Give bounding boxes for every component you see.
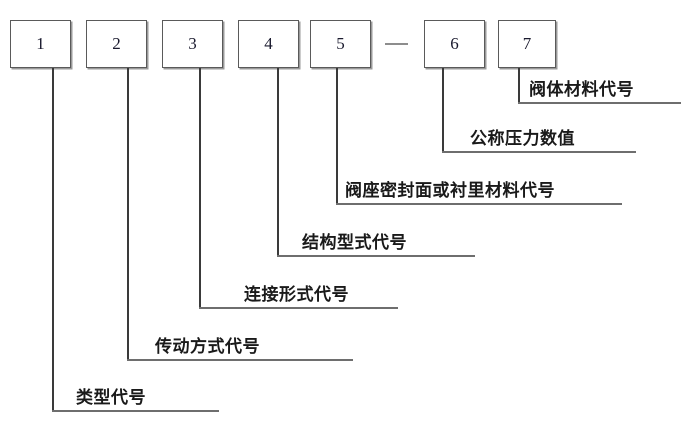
leader-line-horizontal-4 bbox=[277, 255, 475, 257]
callout-label-4: 结构型式代号 bbox=[302, 233, 407, 253]
dash-separator-icon bbox=[385, 43, 408, 45]
code-box-4-number: 4 bbox=[264, 34, 273, 54]
callout-label-6: 公称压力数值 bbox=[470, 129, 575, 149]
leader-line-horizontal-5 bbox=[336, 203, 622, 205]
leader-line-horizontal-3 bbox=[199, 307, 398, 309]
leader-line-vertical-1 bbox=[52, 68, 54, 412]
leader-line-horizontal-2 bbox=[127, 359, 353, 361]
code-box-5-number: 5 bbox=[336, 34, 345, 54]
code-box-3[interactable]: 3 bbox=[162, 20, 223, 68]
code-box-5[interactable]: 5 bbox=[310, 20, 371, 68]
leader-line-vertical-3 bbox=[199, 68, 201, 309]
code-box-1-number: 1 bbox=[36, 34, 45, 54]
callout-label-5: 阀座密封面或衬里材料代号 bbox=[345, 181, 555, 201]
code-box-7-number: 7 bbox=[522, 34, 532, 54]
leader-line-horizontal-6 bbox=[442, 151, 636, 153]
code-box-2[interactable]: 2 bbox=[86, 20, 147, 68]
leader-line-vertical-2 bbox=[127, 68, 129, 361]
leader-line-vertical-7 bbox=[518, 68, 520, 104]
leader-line-horizontal-1 bbox=[52, 410, 219, 412]
leader-line-vertical-4 bbox=[277, 68, 279, 257]
leader-line-vertical-5 bbox=[336, 68, 338, 205]
code-box-6-number: 6 bbox=[450, 34, 459, 54]
code-box-6[interactable]: 6 bbox=[424, 20, 485, 68]
code-box-4[interactable]: 4 bbox=[238, 20, 299, 68]
callout-label-1: 类型代号 bbox=[76, 388, 146, 408]
code-box-7[interactable]: 7 bbox=[498, 20, 556, 68]
callout-label-7: 阀体材料代号 bbox=[529, 80, 634, 100]
callout-label-2: 传动方式代号 bbox=[155, 337, 260, 357]
code-box-1[interactable]: 1 bbox=[10, 20, 71, 68]
leader-line-horizontal-7 bbox=[518, 102, 681, 104]
code-box-3-number: 3 bbox=[188, 34, 197, 54]
code-box-2-number: 2 bbox=[112, 34, 121, 54]
leader-line-vertical-6 bbox=[442, 68, 444, 153]
callout-label-3: 连接形式代号 bbox=[244, 285, 349, 305]
